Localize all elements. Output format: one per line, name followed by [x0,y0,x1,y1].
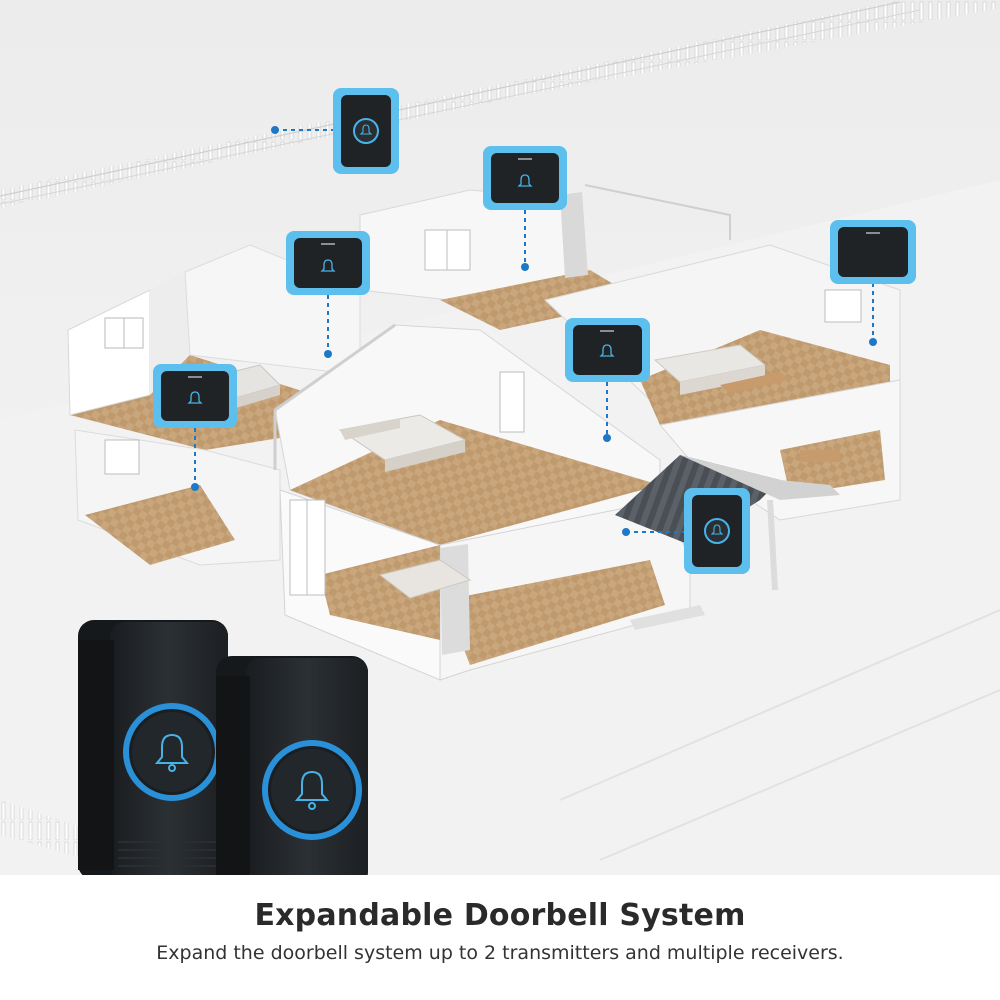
receiver-center [565,318,650,382]
transmitter-top [333,88,399,174]
transmitter-large-2 [216,656,368,875]
caption-block: Expandable Doorbell System Expand the do… [0,875,1000,1000]
receiver-left-lower [153,364,237,428]
caption-subtitle: Expand the doorbell system up to 2 trans… [156,942,844,964]
front-fence [0,800,90,860]
receiver-left-upper [286,231,370,295]
caption-title: Expandable Doorbell System [254,898,746,933]
connector-dots [191,126,877,536]
connector-lines [194,129,874,533]
road-lines [559,609,1000,861]
receiver-top-center [483,146,567,210]
receiver-right [830,220,916,284]
transmitter-devices [333,88,750,574]
transmitter-large-1 [78,620,228,875]
house-illustration [0,0,1000,875]
transmitter-canopy [684,488,750,574]
receiver-devices [153,146,916,428]
back-fence [0,0,1000,208]
